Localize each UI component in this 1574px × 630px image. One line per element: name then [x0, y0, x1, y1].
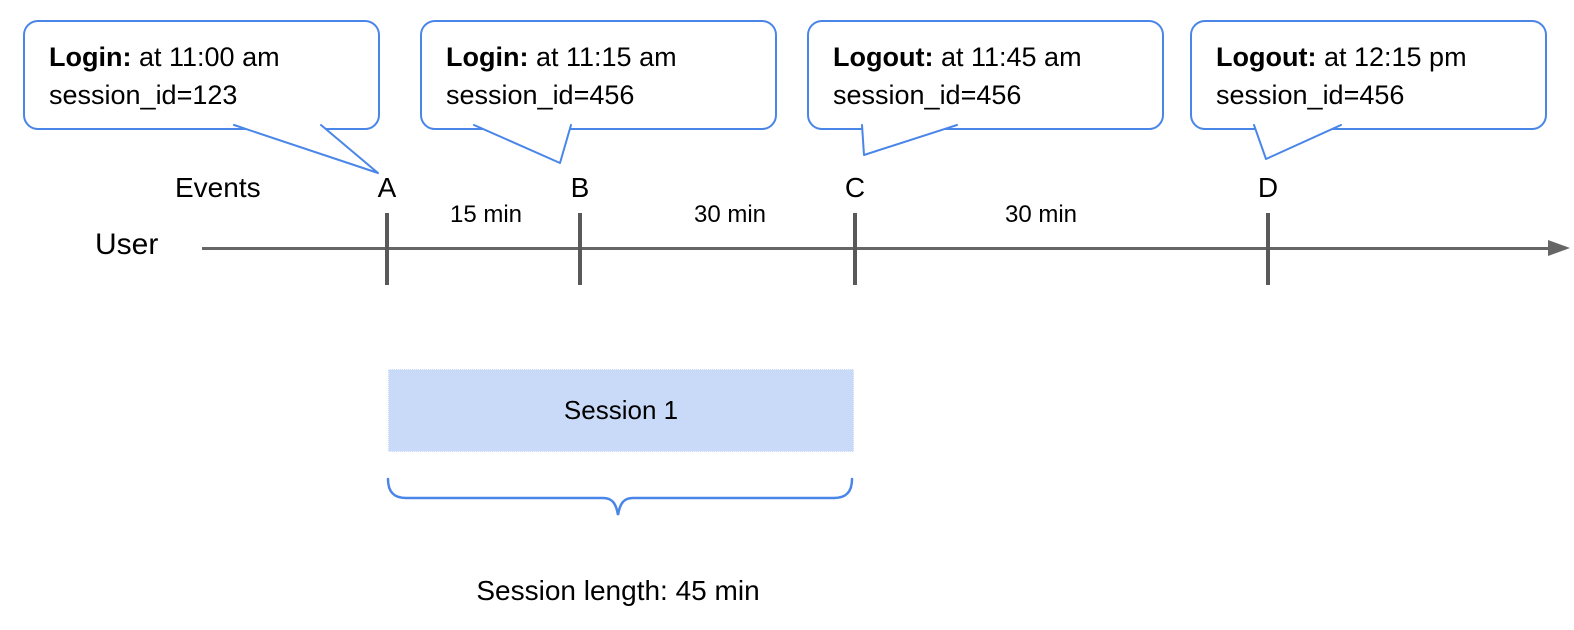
callout-event-d: Logout: at 12:15 pm session_id=456 [1190, 20, 1547, 130]
event-time-label: at 11:45 am [940, 42, 1082, 72]
event-time-label: at 12:15 pm [1323, 42, 1467, 72]
session-length-brace [386, 477, 854, 516]
interval-label-ab: 15 min [449, 201, 523, 228]
session-1-box: Session 1 [388, 369, 854, 452]
session-box-label: Session 1 [563, 395, 679, 425]
interval-label-bc: 30 min [693, 201, 767, 228]
interval-label-cd: 30 min [1004, 201, 1078, 228]
event-marker-b: B [570, 172, 590, 203]
callout-event-line: Logout: at 11:45 am [833, 38, 1138, 76]
event-type-label: Logout: [833, 42, 934, 72]
event-marker-c: C [844, 172, 866, 203]
callout-event-c: Logout: at 11:45 am session_id=456 [807, 20, 1164, 130]
event-time-label: at 11:15 am [535, 42, 677, 72]
callout-event-a: Login: at 11:00 am session_id=123 [23, 20, 380, 130]
timeline-tick-a [385, 213, 389, 285]
events-axis-label: Events [175, 172, 261, 203]
timeline-tick-c [853, 213, 857, 285]
callout-tail-b [473, 124, 572, 164]
event-type-label: Login: [446, 42, 529, 72]
callout-session-id: session_id=456 [833, 80, 1022, 110]
timeline-arrowhead-icon [1548, 240, 1570, 256]
callout-event-line: Login: at 11:00 am [49, 38, 354, 76]
event-time-label: at 11:00 am [138, 42, 280, 72]
callout-session-id: session_id=456 [1216, 80, 1405, 110]
callout-session-id: session_id=123 [49, 80, 238, 110]
event-marker-d: D [1257, 172, 1279, 203]
event-type-label: Logout: [1216, 42, 1317, 72]
session-length-label: Session length: 45 min [476, 575, 760, 606]
timeline-line [202, 247, 1552, 250]
event-type-label: Login: [49, 42, 132, 72]
event-marker-a: A [377, 172, 397, 203]
callout-event-line: Login: at 11:15 am [446, 38, 751, 76]
callout-session-id: session_id=456 [446, 80, 635, 110]
callout-tail-d [1253, 124, 1342, 160]
timeline-tick-d [1266, 213, 1270, 285]
callout-tail-a [233, 124, 379, 174]
user-axis-label: User [95, 228, 159, 261]
timeline-tick-b [578, 213, 582, 285]
callout-event-line: Logout: at 12:15 pm [1216, 38, 1521, 76]
callout-event-b: Login: at 11:15 am session_id=456 [420, 20, 777, 130]
